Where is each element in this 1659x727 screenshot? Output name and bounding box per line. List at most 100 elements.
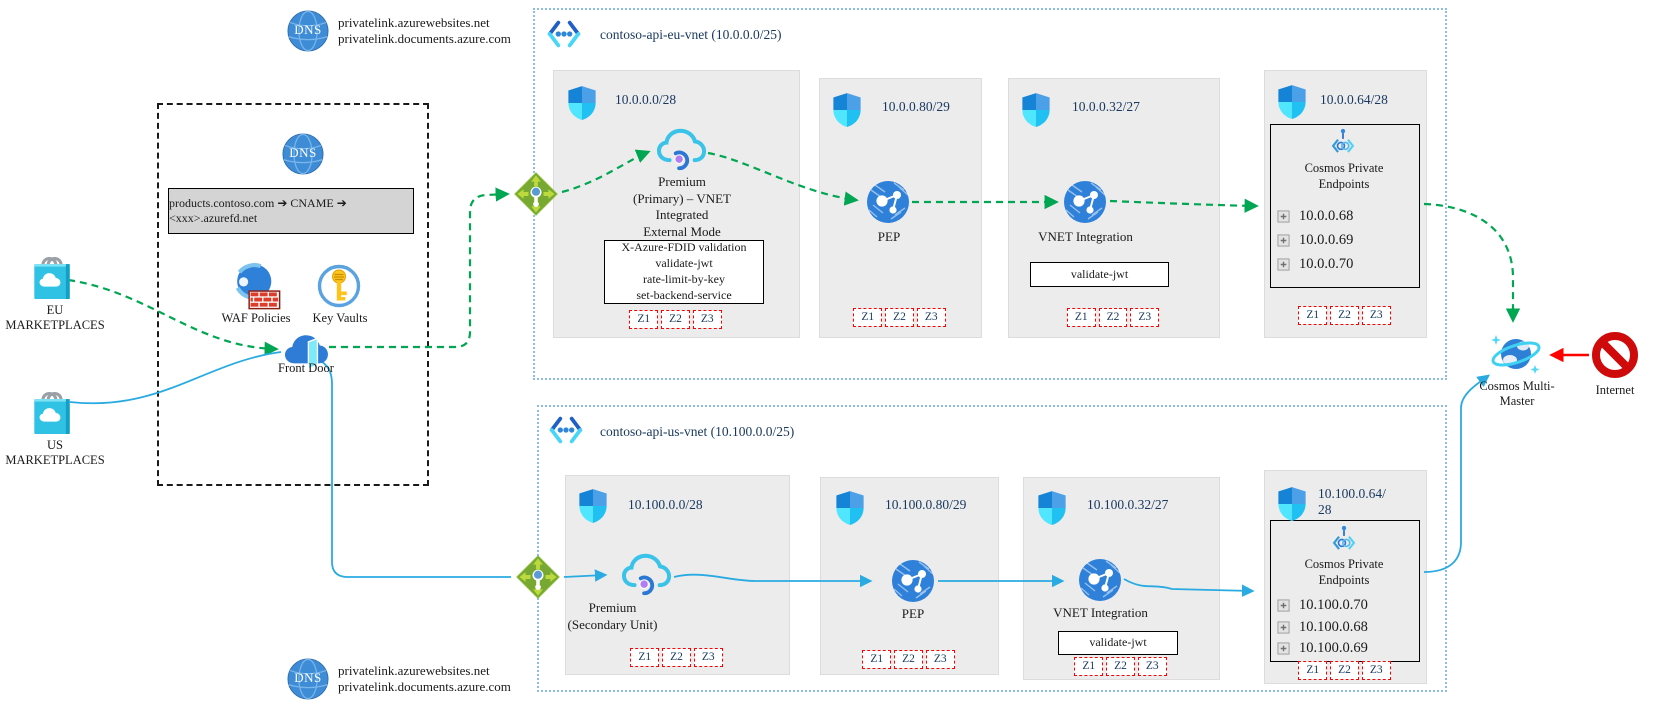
internet-label: Internet	[1595, 383, 1635, 397]
zone-badge: Z2	[1098, 308, 1128, 327]
endpoint-row: 10.100.0.68	[1277, 619, 1368, 636]
endpoint-ip: 10.0.0.68	[1299, 208, 1354, 224]
zone-badge: Z1	[1298, 306, 1328, 325]
nsg-shield-icon	[835, 490, 865, 526]
nsg-shield-icon	[832, 92, 862, 128]
cosmos-pe-label: Cosmos Private Endpoints	[1304, 557, 1384, 587]
pep-node-label: PEP	[901, 606, 925, 621]
zone-badge: Z3	[692, 310, 722, 329]
zone-badge: Z2	[662, 648, 691, 667]
availability-zones: Z1 Z2 Z3	[1264, 306, 1425, 325]
availability-zones: Z1 Z2 Z3	[1023, 657, 1218, 676]
subnet-cidr: 10.100.0.80/29	[885, 497, 967, 512]
vnet-integration-icon-eu	[1063, 180, 1107, 224]
subnet-cidr: 10.100.0.32/27	[1087, 497, 1169, 512]
load-balancer-icon-eu	[513, 171, 559, 217]
vnet-icon	[545, 18, 583, 50]
endpoint-row: 10.100.0.69	[1277, 640, 1368, 657]
subnet-cidr: 10.0.0.0/28	[615, 92, 677, 107]
eu-vnet-title: contoso-api-eu-vnet (10.0.0.0/25)	[600, 27, 782, 42]
availability-zones: Z1 Z2 Z3	[1008, 308, 1218, 327]
pep-node-label: PEP	[877, 229, 901, 244]
validate-jwt-box: validate-jwt	[1058, 631, 1178, 655]
plus-box-icon	[1277, 642, 1290, 655]
availability-zones: Z1 Z2 Z3	[820, 650, 997, 669]
eu-marketplaces-icon	[30, 252, 74, 302]
private-dns-zones-top: privatelink.azurewebsites.net privatelin…	[338, 15, 511, 47]
dns-icon: DNS	[282, 133, 324, 175]
availability-zones: Z1 Z2 Z3	[819, 308, 980, 327]
pep-icon-us	[891, 559, 935, 603]
nsg-shield-icon	[567, 85, 597, 121]
zone-badge: Z3	[916, 308, 946, 327]
dns-zone-group-bottom: DNS privatelink.azurewebsites.net privat…	[287, 658, 511, 700]
key-vault-icon	[317, 264, 361, 308]
endpoint-ip: 10.0.0.69	[1299, 232, 1354, 248]
plus-box-icon	[1277, 258, 1290, 271]
us-vnet-title: contoso-api-us-vnet (10.100.0.0/25)	[600, 424, 795, 439]
endpoint-ip: 10.100.0.69	[1299, 640, 1368, 656]
zone-badge: Z3	[1361, 661, 1391, 680]
cosmos-multi-master-label: Cosmos Multi- Master	[1479, 379, 1555, 408]
zone-badge: Z1	[1298, 661, 1328, 680]
apim-node-label: Premium (Primary) – VNET Integrated Exte…	[633, 174, 731, 239]
vnet-integration-icon-us	[1078, 558, 1122, 602]
endpoint-ip: 10.100.0.70	[1299, 597, 1368, 613]
apim-node-label: Premium (Secondary Unit)	[567, 600, 658, 632]
subnet-cidr: 10.0.0.64/28	[1320, 92, 1388, 107]
zone-badge: Z2	[894, 650, 923, 669]
zone-badge: Z1	[629, 310, 659, 329]
key-vaults-label: Key Vaults	[312, 311, 368, 325]
dns-zone-name: privatelink.documents.azure.com	[338, 31, 511, 46]
load-balancer-icon-us	[515, 554, 561, 600]
cname-record-box: products.contoso.com ➔ CNAME ➔ <xxx>.azu…	[168, 188, 414, 234]
zone-badge: Z2	[1330, 306, 1359, 325]
nsg-shield-icon	[1021, 92, 1051, 128]
zone-badge: Z3	[925, 650, 955, 669]
internet-blocked-icon	[1591, 331, 1639, 379]
endpoint-row: 10.0.0.68	[1277, 208, 1353, 225]
dns-icon-label: DNS	[294, 22, 322, 37]
dns-icon-label: DNS	[294, 670, 322, 685]
cosmos-endpoints-box-eu	[1270, 124, 1420, 288]
apim-icon-us	[620, 551, 674, 599]
zone-badge: Z3	[1361, 306, 1391, 325]
availability-zones: Z1 Z2 Z3	[553, 310, 798, 329]
front-door-label: Front Door	[278, 361, 334, 375]
private-endpoint-icon-us	[1330, 525, 1358, 555]
vnet-icon	[547, 414, 585, 446]
vnet-integration-label: VNET Integration	[1053, 605, 1148, 620]
us-marketplaces-icon	[30, 387, 74, 437]
dns-zone-name: privatelink.azurewebsites.net	[338, 15, 490, 31]
availability-zones: Z1 Z2 Z3	[565, 648, 788, 667]
zone-badge: Z1	[853, 308, 883, 327]
endpoint-row: 10.0.0.70	[1277, 256, 1353, 273]
dns-zone-name: privatelink.documents.azure.com	[338, 679, 511, 694]
plus-box-icon	[1277, 210, 1290, 223]
endpoint-ip: 10.100.0.68	[1299, 619, 1368, 635]
validate-jwt-box: validate-jwt	[1030, 262, 1169, 287]
plus-box-icon	[1277, 599, 1290, 612]
pep-icon-eu	[866, 180, 910, 224]
cosmos-pe-label: Cosmos Private Endpoints	[1304, 161, 1384, 191]
plus-box-icon	[1277, 234, 1290, 247]
zone-badge: Z2	[661, 310, 690, 329]
dns-zone-group-top: DNS privatelink.azurewebsites.net privat…	[287, 10, 511, 52]
endpoint-row: 10.0.0.69	[1277, 232, 1353, 249]
nsg-shield-icon	[578, 488, 608, 524]
availability-zones: Z1 Z2 Z3	[1264, 661, 1425, 680]
dns-icon: DNS	[287, 10, 329, 52]
zone-badge: Z3	[1137, 657, 1167, 676]
nsg-shield-icon	[1037, 490, 1067, 526]
waf-policies-label: WAF Policies	[221, 311, 291, 325]
zone-badge: Z2	[1330, 661, 1359, 680]
nsg-shield-icon	[1277, 84, 1307, 120]
zone-badge: Z1	[630, 648, 660, 667]
subnet-cidr: 10.0.0.32/27	[1072, 99, 1140, 114]
dns-icon: DNS	[287, 658, 329, 700]
subnet-cidr: 10.100.0.64/ 28	[1318, 486, 1386, 517]
endpoint-row: 10.100.0.70	[1277, 597, 1368, 614]
private-dns-zones-bottom: privatelink.azurewebsites.net privatelin…	[338, 663, 511, 695]
us-marketplaces-label: US MARKETPLACES	[5, 438, 105, 467]
